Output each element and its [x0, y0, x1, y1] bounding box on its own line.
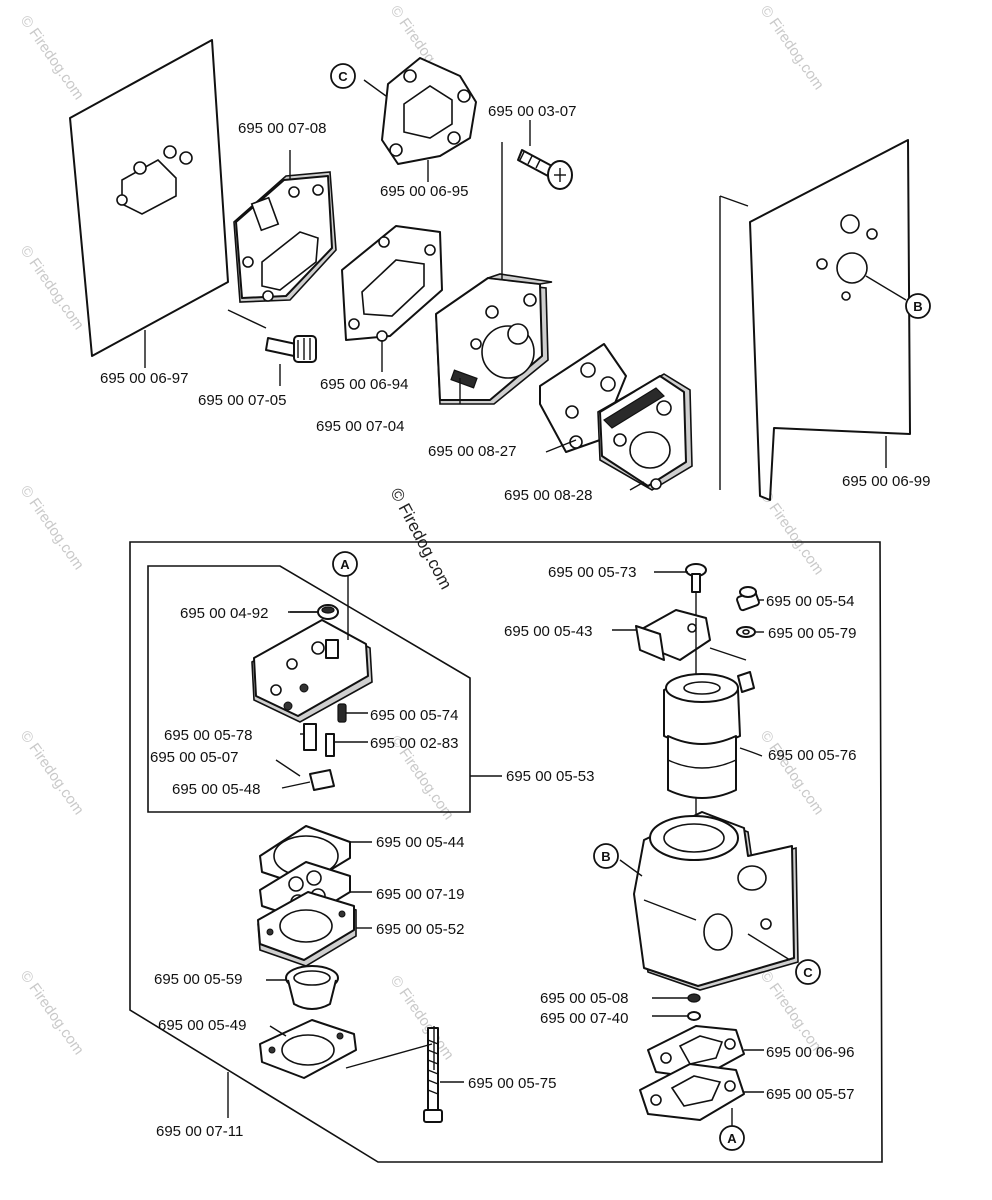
label-05-53: 695 00 05-53 [506, 768, 594, 785]
label-leaders [290, 571, 764, 1017]
adapter-07-04 [435, 142, 553, 405]
label-05-44: 695 00 05-44 [376, 834, 464, 851]
label-06-99: 695 00 06-99 [842, 473, 930, 490]
label-08-27: 695 00 08-27 [428, 443, 516, 460]
pump-small-parts [275, 703, 368, 791]
gasket-06-94 [341, 225, 443, 372]
part-labels: 695 00 06-97 695 00 07-08 695 00 06-95 6… [100, 103, 930, 1140]
pump-body-assembly [251, 574, 373, 723]
seal-05-08 [687, 993, 701, 1003]
label-07-04: 695 00 07-04 [316, 418, 404, 435]
callout-b-top: B [905, 293, 931, 319]
watermark-10: © Firedog.com [757, 728, 827, 819]
bolt-05-75 [345, 1026, 464, 1123]
label-07-19: 695 00 07-19 [376, 886, 464, 903]
gasket-06-97 [69, 39, 229, 368]
label-05-48: 695 00 05-48 [172, 781, 260, 798]
label-02-83: 695 00 02-83 [370, 735, 458, 752]
label-05-49: 695 00 05-49 [158, 1017, 246, 1034]
callout-c-bottom: C [795, 959, 821, 985]
gasket-06-95 [363, 57, 477, 182]
screw-05-73 [685, 563, 707, 616]
gasket-06-99 [719, 139, 911, 501]
label-05-73: 695 00 05-73 [548, 564, 636, 581]
throttle-body [663, 671, 763, 799]
washer-07-40 [687, 1011, 701, 1021]
housing-08-28 [597, 373, 693, 491]
label-06-95: 695 00 06-95 [380, 183, 468, 200]
watermark-12: © Firedog.com [387, 973, 457, 1064]
label-05-08: 695 00 05-08 [540, 990, 628, 1007]
watermark-main: © Firedog.com [386, 485, 455, 593]
label-06-94: 695 00 06-94 [320, 376, 408, 393]
watermark-3: © Firedog.com [757, 3, 827, 94]
callout-c-top: C [330, 63, 356, 89]
watermark-8: © Firedog.com [17, 728, 87, 819]
watermark-6: © Firedog.com [17, 483, 87, 574]
frame-07-11 [129, 541, 883, 1163]
gasket-06-96 [647, 1025, 764, 1079]
primer-cup-05-59 [266, 965, 339, 1010]
label-03-07: 695 00 03-07 [488, 103, 576, 120]
label-04-92: 695 00 04-92 [180, 605, 268, 622]
callout-a-top-label: A [340, 557, 350, 572]
screw-05-54 [736, 586, 760, 612]
bolt-07-05 [265, 335, 317, 386]
frame-05-53 [147, 565, 471, 813]
watermark-11: © Firedog.com [17, 968, 87, 1059]
label-05-79: 695 00 05-79 [768, 625, 856, 642]
label-05-75: 695 00 05-75 [468, 1075, 556, 1092]
callout-a-bottom-label: A [727, 1131, 737, 1146]
label-06-97: 695 00 06-97 [100, 370, 188, 387]
watermark-1: © Firedog.com [17, 13, 87, 104]
callout-b-bottom: B [593, 843, 619, 869]
label-07-08: 695 00 07-08 [238, 120, 326, 137]
label-05-43: 695 00 05-43 [504, 623, 592, 640]
callout-a-top: A [332, 551, 358, 577]
carb-body [619, 811, 799, 991]
watermark-7: © Firedog.com [757, 488, 827, 579]
callout-c-top-label: C [338, 69, 348, 84]
label-06-96: 695 00 06-96 [766, 1044, 854, 1061]
label-05-54: 695 00 05-54 [766, 593, 854, 610]
label-05-78: 695 00 05-78 [164, 727, 252, 744]
watermark-4: © Firedog.com [17, 243, 87, 334]
label-07-40: 695 00 07-40 [540, 1010, 628, 1027]
label-08-28: 695 00 08-28 [504, 487, 592, 504]
label-07-11: 695 00 07-11 [156, 1123, 243, 1140]
primer-cover-05-49 [259, 1019, 357, 1079]
label-05-07: 695 00 05-07 [150, 749, 238, 766]
callout-b-bottom-label: B [601, 849, 610, 864]
label-05-52: 695 00 05-52 [376, 921, 464, 938]
label-05-57: 695 00 05-57 [766, 1086, 854, 1103]
label-05-74: 695 00 05-74 [370, 707, 458, 724]
washer-05-79 [736, 626, 756, 638]
cover-07-08 [227, 150, 337, 329]
label-07-05: 695 00 07-05 [198, 392, 286, 409]
label-05-76: 695 00 05-76 [768, 747, 856, 764]
screw-03-07 [517, 120, 573, 190]
label-05-59: 695 00 05-59 [154, 971, 242, 988]
gasket-05-57 [639, 1063, 764, 1128]
callout-b-top-label: B [913, 299, 922, 314]
pump-cover-05-52 [257, 891, 372, 967]
callout-c-bottom-label: C [803, 965, 813, 980]
callout-a-bottom: A [719, 1125, 745, 1151]
